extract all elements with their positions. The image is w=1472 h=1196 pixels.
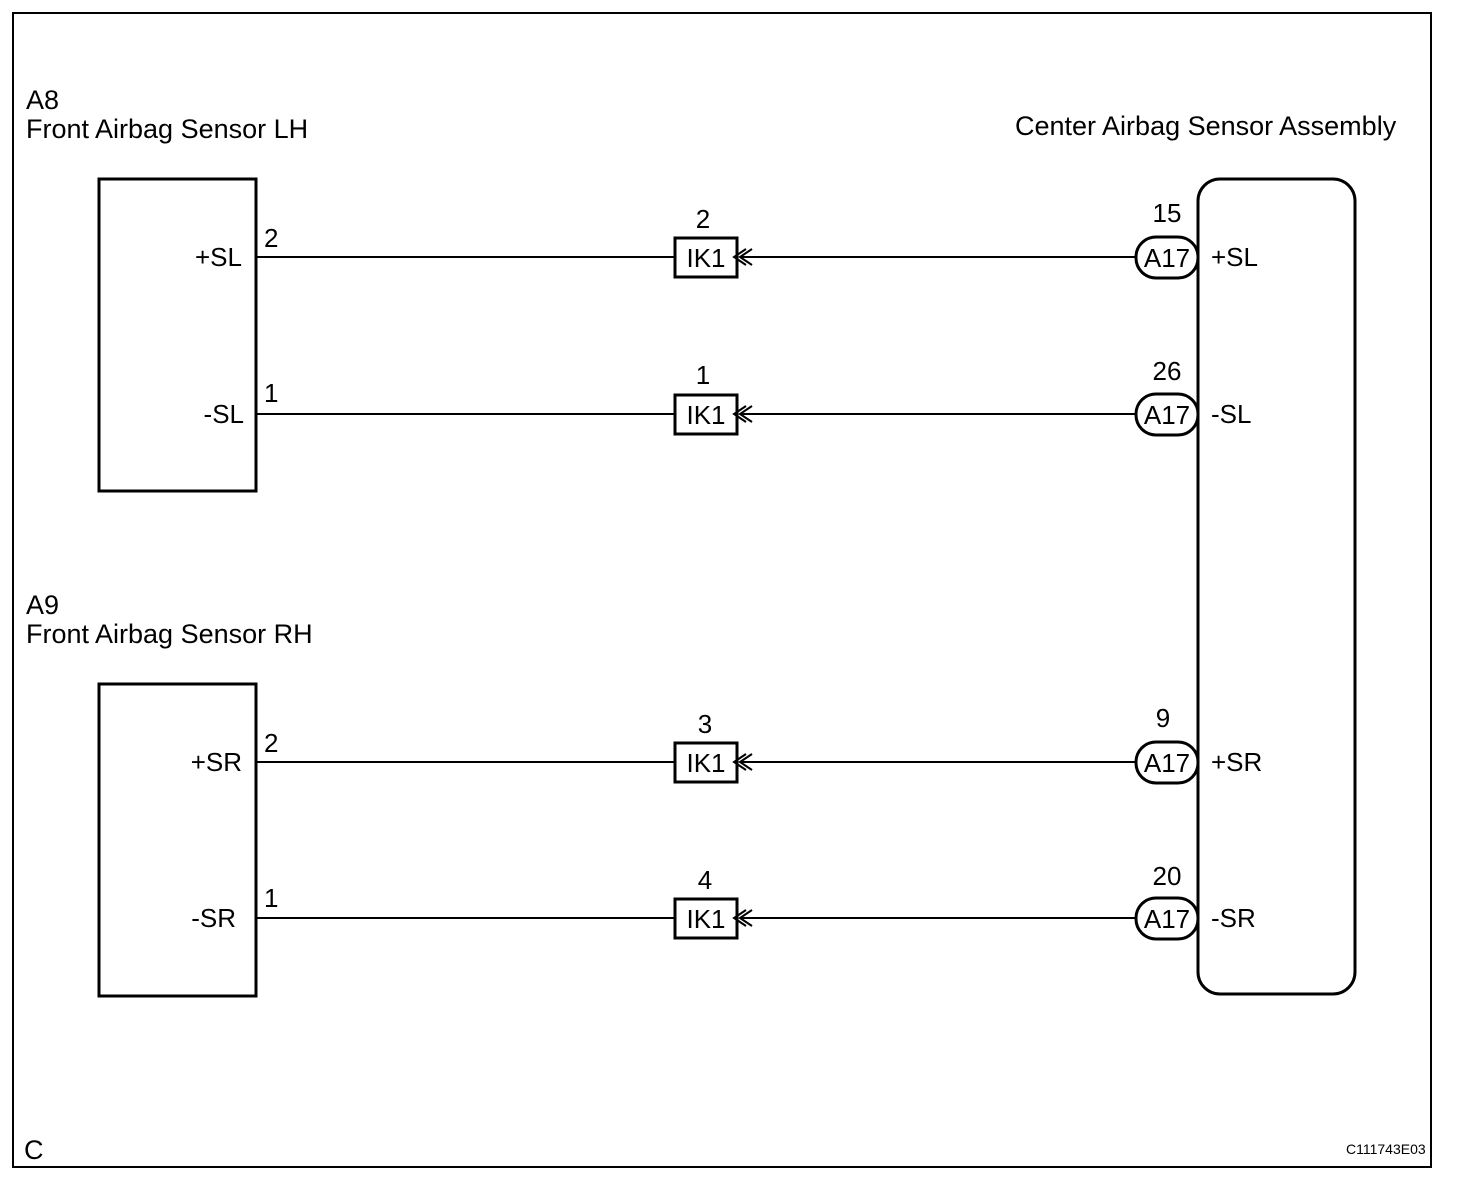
- terminal-signal: -SR: [191, 903, 236, 933]
- wire-row-2: [256, 392, 1200, 437]
- terminal-pin: 2: [264, 223, 279, 253]
- component-code-a8: A8: [26, 85, 60, 115]
- terminal-signal: -SL: [203, 399, 244, 429]
- center-terminal-signal: +SR: [1211, 747, 1263, 777]
- junction-connector-label: IK1: [686, 904, 726, 934]
- a17-connector-pill: [1134, 740, 1200, 785]
- a17-connector-pill: [1134, 235, 1200, 280]
- junction-pin: 4: [697, 865, 713, 895]
- center-connector-label: A17: [1143, 748, 1191, 778]
- ik1-connector-box: [673, 236, 739, 279]
- center-connector-label: A17: [1143, 243, 1191, 273]
- center-terminal-pin: 9: [1155, 703, 1171, 733]
- wire-row-4: [256, 896, 1200, 941]
- center-terminal-signal: +SL: [1211, 242, 1258, 272]
- corner-label: C: [24, 1135, 44, 1165]
- component-name-rh: Front Airbag Sensor RH: [26, 619, 313, 649]
- terminal-pin: 2: [264, 728, 279, 758]
- terminal-signal: +SL: [195, 242, 242, 272]
- center-connector-label: A17: [1143, 400, 1191, 430]
- junction-pin: 1: [695, 360, 711, 390]
- junction-pin: 3: [697, 709, 713, 739]
- front-airbag-sensor-lh-box: [97, 177, 258, 493]
- terminal-pin: 1: [264, 378, 279, 408]
- center-connector-label: A17: [1143, 904, 1191, 934]
- terminal-pin: 1: [264, 883, 279, 913]
- ik1-connector-box: [673, 741, 739, 784]
- wire-row-3: [256, 740, 1200, 785]
- diagram-frame: [12, 12, 1432, 1168]
- center-terminal-signal: -SR: [1211, 903, 1256, 933]
- wire-row-1: [256, 235, 1200, 280]
- junction-pin: 2: [695, 204, 711, 234]
- component-name-center: Center Airbag Sensor Assembly: [1015, 111, 1397, 141]
- figure-id: C111743E03: [1346, 1141, 1426, 1157]
- component-name-lh: Front Airbag Sensor LH: [26, 114, 309, 144]
- ik1-connector-box: [673, 393, 739, 436]
- terminal-signal: +SR: [190, 747, 242, 777]
- a17-connector-pill: [1134, 392, 1200, 437]
- junction-connector-label: IK1: [686, 748, 726, 778]
- component-code-a9: A9: [26, 590, 60, 620]
- junction-connector-label: IK1: [686, 400, 726, 430]
- front-airbag-sensor-rh-box: [97, 682, 258, 998]
- center-terminal-pin: 20: [1152, 861, 1182, 891]
- junction-connector-label: IK1: [686, 243, 726, 273]
- center-airbag-sensor-box: [1196, 177, 1357, 996]
- center-terminal-signal: -SL: [1211, 399, 1252, 429]
- ik1-connector-box: [673, 897, 739, 940]
- center-terminal-pin: 15: [1152, 198, 1182, 228]
- a17-connector-pill: [1134, 896, 1200, 941]
- center-terminal-pin: 26: [1152, 356, 1182, 386]
